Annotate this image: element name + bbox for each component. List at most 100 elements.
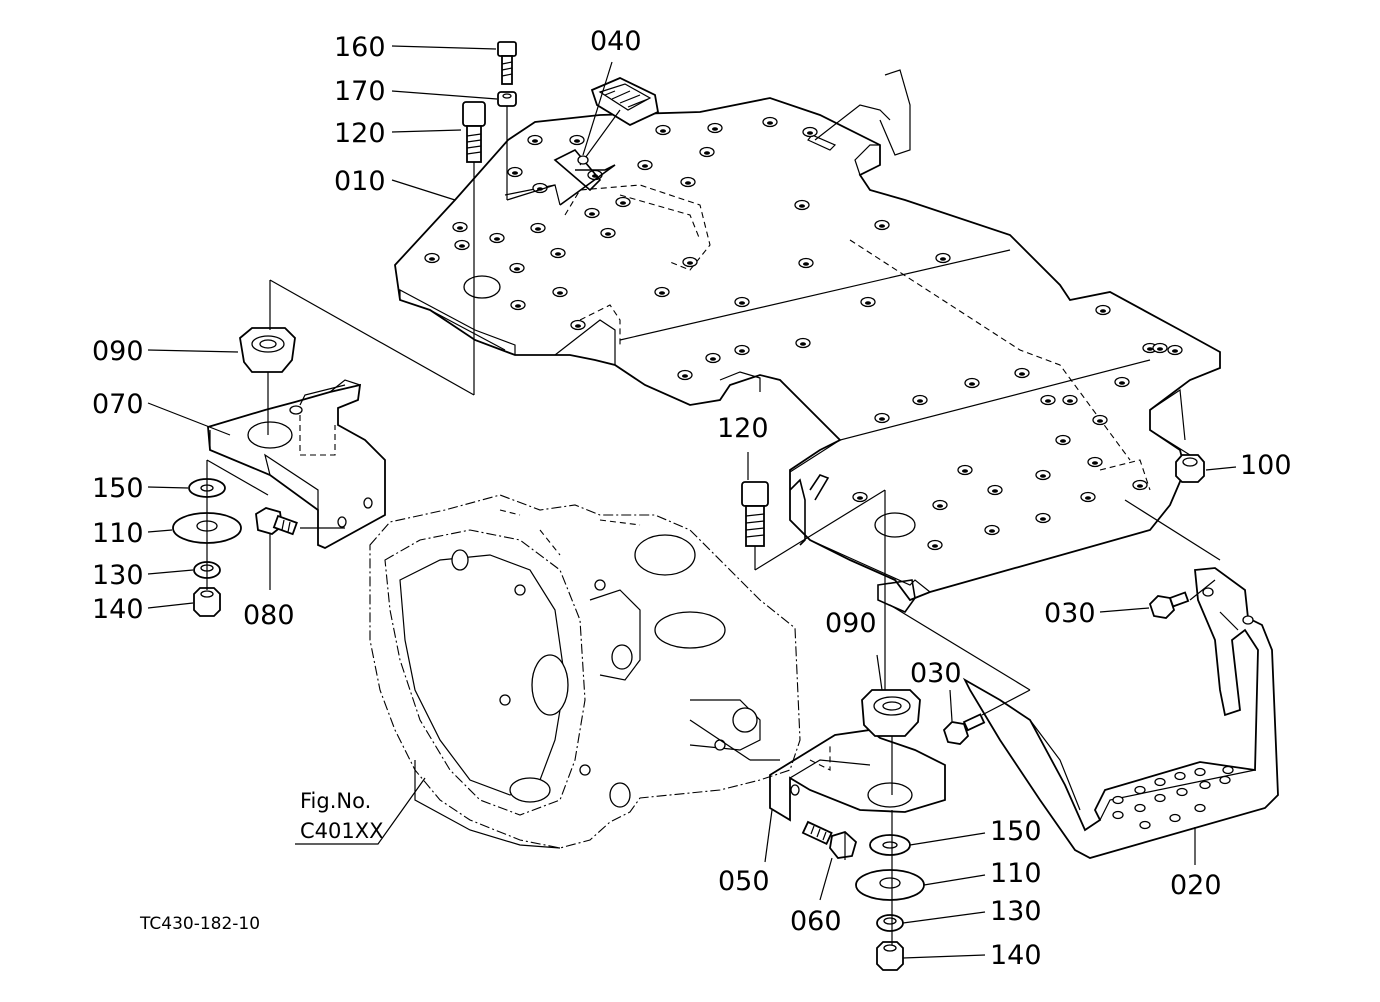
nut-part-140: [193, 587, 221, 617]
plate-bolt-hole-center: [589, 212, 595, 216]
bracket-part-070: [207, 379, 386, 550]
plate-bolt-hole-center: [989, 529, 995, 533]
plate-bolt-hole-center: [575, 324, 581, 328]
step-hole: [1112, 810, 1124, 820]
plate-bolt-hole-center: [1100, 309, 1106, 313]
label-130b: 130: [990, 896, 1042, 927]
step-hole: [1134, 785, 1146, 795]
plate-bolt-hole-center: [767, 121, 773, 125]
spring-washer-part-130b: [876, 914, 904, 932]
plate-bolt-hole-center: [807, 131, 813, 135]
label-110: 110: [92, 518, 144, 549]
label-080: 080: [243, 600, 295, 631]
plate-bolt-hole-center: [1045, 399, 1051, 403]
step-hole: [1176, 787, 1188, 797]
label-150: 150: [92, 473, 144, 504]
plate-bolt-hole-center: [642, 164, 648, 168]
fitting-part-060: [801, 820, 858, 859]
plate-bolt-hole-center: [937, 504, 943, 508]
label-030: 030: [1044, 598, 1096, 629]
plate-bolt-hole-center: [512, 171, 518, 175]
plate-bolt-hole-center: [992, 489, 998, 493]
plate-bolt-hole-center: [710, 357, 716, 361]
label-010: 010: [334, 166, 386, 197]
plate-bolt-hole-center: [557, 291, 563, 295]
label-020: 020: [1170, 870, 1222, 901]
label-150b: 150: [990, 816, 1042, 847]
step-holes: [1112, 765, 1234, 830]
label-060: 060: [790, 906, 842, 937]
plate-bolt-hole-center: [459, 244, 465, 248]
plate-bolt-hole-center: [879, 417, 885, 421]
plate-bolt-hole-center: [532, 139, 538, 143]
fitting-part-080: [255, 507, 298, 536]
plate-bolt-hole-center: [620, 201, 626, 205]
nut-part-140b: [876, 941, 904, 971]
step-hole: [1154, 777, 1166, 787]
bolt-part-120: [462, 101, 486, 163]
plate-bolt-hole-center: [1097, 419, 1103, 423]
plate-bolt-hole-center: [962, 469, 968, 473]
label-050: 050: [718, 866, 770, 897]
plate-bolt-hole-center: [940, 257, 946, 261]
step-hole: [1222, 765, 1234, 775]
bolt-part-030b: [942, 713, 986, 745]
plate-bolt-hole-center: [799, 204, 805, 208]
plate-bolt-hole-center: [1147, 347, 1153, 351]
step-hole: [1169, 813, 1181, 823]
washer-part-170: [497, 91, 517, 107]
step-hole: [1194, 803, 1206, 813]
transmission-housing: [369, 494, 801, 849]
plate-bolt-hole-center: [515, 304, 521, 308]
plate-bolt-hole-center: [932, 544, 938, 548]
plate-bolt-hole-center: [574, 139, 580, 143]
label-120: 120: [334, 118, 386, 149]
plate-bolt-hole-center: [1172, 349, 1178, 353]
label-160: 160: [334, 32, 386, 63]
plate-bolt-hole-center: [1060, 439, 1066, 443]
plate-bolt-hole-center: [605, 232, 611, 236]
label-130: 130: [92, 560, 144, 591]
plate-bolt-hole-center: [1085, 496, 1091, 500]
plate-bolt-hole-center: [429, 257, 435, 261]
plate-bolt-hole-center: [739, 349, 745, 353]
bolt-part-120b: [741, 481, 769, 547]
pedal-pad-part-040: [553, 77, 660, 206]
step-hole: [1134, 803, 1146, 813]
leader-lines: [147, 45, 1237, 959]
plate-bolt-hole-center: [1019, 372, 1025, 376]
label-090b: 090: [825, 608, 877, 639]
plate-bolt-hole-center: [1119, 381, 1125, 385]
label-070: 070: [92, 389, 144, 420]
plate-bolt-hole-center: [857, 496, 863, 500]
step-hole: [1112, 795, 1124, 805]
washer-part-150b: [869, 834, 911, 856]
step-hole: [1219, 775, 1231, 785]
plate-bolt-hole-center: [917, 399, 923, 403]
plate-bolt-hole-center: [660, 129, 666, 133]
plate-bolt-hole-center: [712, 127, 718, 131]
plate-bolt-hole-center: [1137, 484, 1143, 488]
label-170: 170: [334, 76, 386, 107]
step-hole: [1194, 767, 1206, 777]
assembly-lines: [206, 106, 1221, 945]
plate-bolt-hole-center: [514, 267, 520, 271]
bolt-part-160: [497, 41, 517, 85]
label-100: 100: [1240, 450, 1292, 481]
plate-bolt-hole-center: [494, 237, 500, 241]
step-hole: [1174, 771, 1186, 781]
plate-bolt-hole-center: [687, 261, 693, 265]
label-120b: 120: [717, 413, 769, 444]
part-labels: 160 170 120 010 040 090 070 150 110 130 …: [92, 26, 1292, 971]
plate-bolt-hole-center: [1040, 474, 1046, 478]
plate-bolt-hole-center: [879, 224, 885, 228]
plate-bolt-hole-center: [1067, 399, 1073, 403]
plate-bolt-hole-center: [704, 151, 710, 155]
spacer-part-100: [1175, 454, 1205, 483]
plate-bolt-hole-center: [659, 291, 665, 295]
step-hole: [1139, 820, 1151, 830]
step-hole: [1199, 780, 1211, 790]
plate-bolt-hole-center: [800, 342, 806, 346]
plate-bolt-hole-center: [1157, 347, 1163, 351]
